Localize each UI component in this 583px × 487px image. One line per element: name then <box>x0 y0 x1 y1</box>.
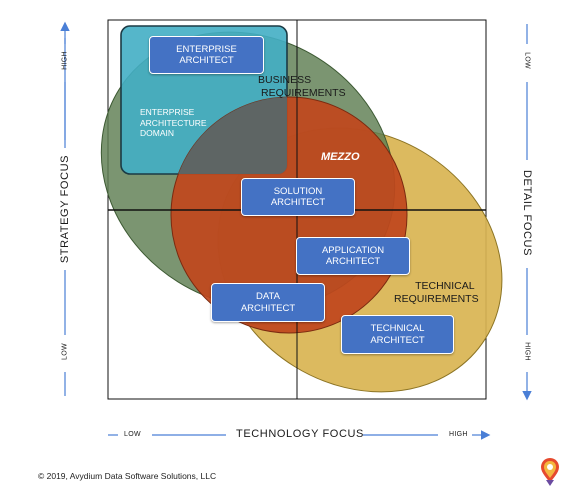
right-axis-low-label: LOW <box>523 52 531 69</box>
technical-label-line2: REQUIREMENTS <box>394 293 479 305</box>
technical-architect-box: TECHNICAL ARCHITECT <box>341 315 454 354</box>
business-label-line1: BUSINESS <box>258 74 312 86</box>
solution-architect-line2: ARCHITECT <box>270 197 326 208</box>
domain-line3: DOMAIN <box>140 128 174 138</box>
technical-label-line1: TECHNICAL <box>415 280 475 292</box>
left-axis-title: STRATEGY FOCUS <box>59 154 71 264</box>
bottom-axis-high-label: HIGH <box>449 431 468 438</box>
solution-architect-line1: SOLUTION <box>273 185 323 197</box>
right-axis-high-label: HIGH <box>523 342 531 361</box>
data-architect-box: DATA ARCHITECT <box>211 283 325 322</box>
copyright-footer: © 2019, Avydium Data Software Solutions,… <box>38 471 217 481</box>
avydium-logo-icon <box>541 458 559 486</box>
solution-architect-box: SOLUTION ARCHITECT <box>241 178 355 216</box>
business-requirements-label: BUSINESS REQUIREMENTS <box>258 74 346 100</box>
domain-line2: ARCHITECTURE <box>140 117 207 128</box>
domain-line1: ENTERPRISE <box>140 107 195 117</box>
data-architect-line2: ARCHITECT <box>240 302 296 314</box>
left-axis-high-label: HIGH <box>61 51 69 70</box>
enterprise-domain-label: ENTERPRISE ARCHITECTURE DOMAIN <box>140 107 207 139</box>
technical-architect-line1: TECHNICAL <box>370 323 425 334</box>
bottom-axis-low-label: LOW <box>124 431 141 438</box>
data-architect-line1: DATA <box>256 291 280 302</box>
technical-architect-line2: ARCHITECT <box>370 334 425 346</box>
application-architect-line1: APPLICATION <box>321 244 385 256</box>
enterprise-architect-box: ENTERPRISE ARCHITECT <box>149 36 264 74</box>
technical-requirements-label: TECHNICAL REQUIREMENTS <box>394 280 479 306</box>
application-architect-box: APPLICATION ARCHITECT <box>296 237 410 275</box>
mezzo-label: MEZZO <box>321 151 360 163</box>
enterprise-architect-line1: ENTERPRISE <box>176 43 237 55</box>
right-axis-title: DETAIL FOCUS <box>521 169 533 257</box>
enterprise-architect-line2: ARCHITECT <box>179 55 234 66</box>
business-label-line2: REQUIREMENTS <box>261 87 346 99</box>
left-axis-low-label: LOW <box>61 343 69 360</box>
application-architect-line2: ARCHITECT <box>325 256 381 267</box>
bottom-axis-title: TECHNOLOGY FOCUS <box>236 428 364 440</box>
